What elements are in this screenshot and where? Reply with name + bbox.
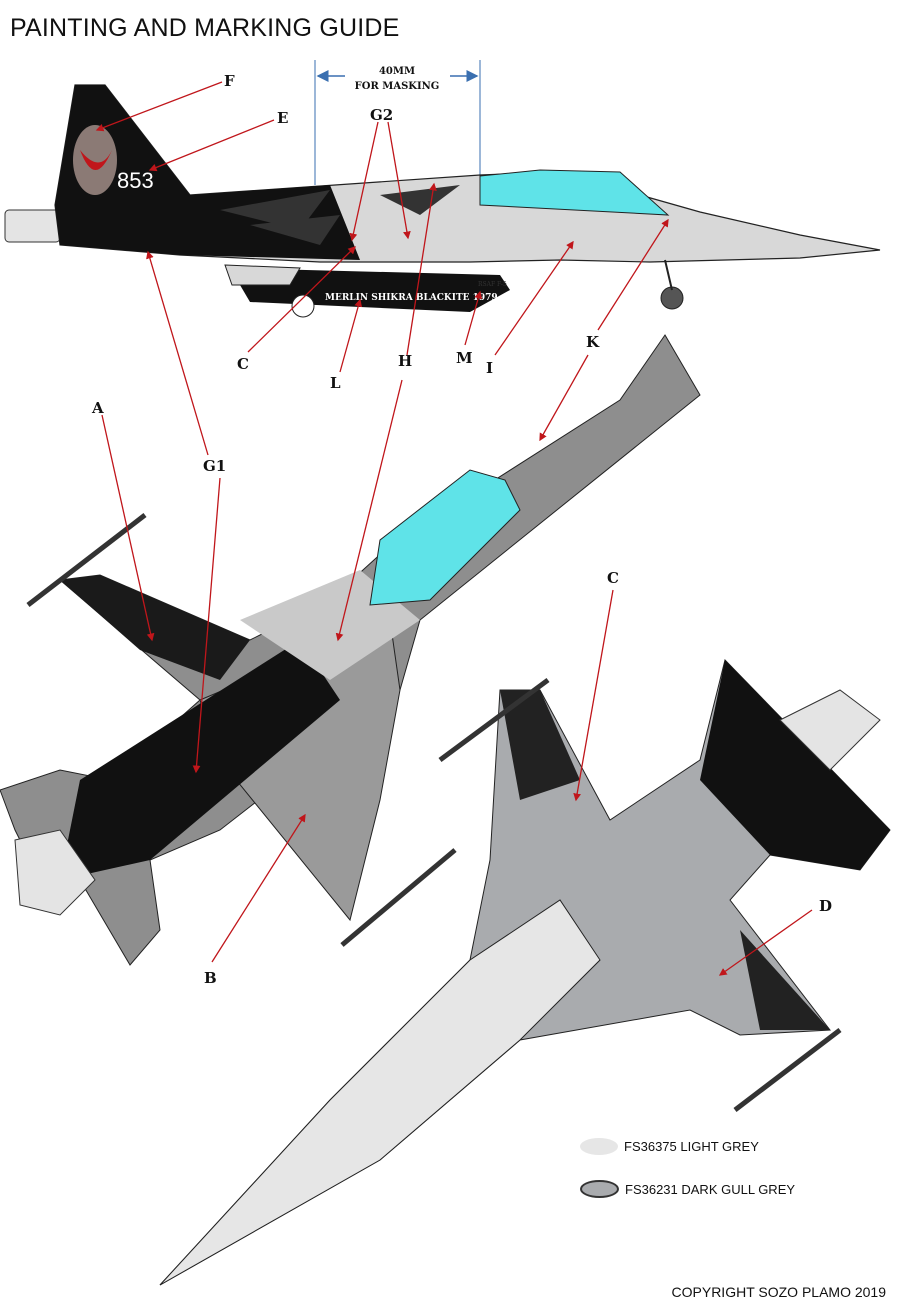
side-view-aircraft: 853 MERLIN SHIKRA BLACKITE 1979 - 2015 R… xyxy=(4,84,881,318)
callout-E: E xyxy=(277,109,288,127)
dark-gull-grey-swatch xyxy=(580,1180,619,1198)
page-title: PAINTING AND MARKING GUIDE xyxy=(10,14,400,42)
callout-C-bottom: C xyxy=(607,569,619,587)
callout-I: I xyxy=(486,359,493,377)
callout-F: F xyxy=(224,72,235,90)
callout-G1: G1 xyxy=(203,457,226,475)
legend-label: FS36375 LIGHT GREY xyxy=(624,1139,759,1154)
masking-label-1: 40MM xyxy=(379,66,415,77)
legend-item-light-grey: FS36375 LIGHT GREY xyxy=(580,1138,759,1155)
tail-number: 853 xyxy=(117,168,154,193)
callout-D: D xyxy=(819,897,832,915)
copyright: COPYRIGHT SOZO PLAMO 2019 xyxy=(671,1284,886,1300)
legend-label: FS36231 DARK GULL GREY xyxy=(625,1181,796,1197)
top-view-aircraft xyxy=(0,334,701,966)
callout-K: K xyxy=(586,333,600,351)
callout-L: L xyxy=(330,374,341,392)
callout-A: A xyxy=(91,399,104,417)
masking-label-2: FOR MASKING xyxy=(355,81,440,92)
tank-text: MERLIN SHIKRA BLACKITE 1979 - 2015 xyxy=(325,293,533,303)
callout-G2: G2 xyxy=(370,106,393,124)
callout-H: H xyxy=(398,352,412,370)
tank-small-text: RSAF F-5 xyxy=(478,281,507,288)
callout-M: M xyxy=(456,349,473,367)
legend-item-dark-gull-grey: FS36231 DARK GULL GREY xyxy=(580,1180,795,1198)
bottom-view-aircraft xyxy=(159,659,891,1286)
leader-lines xyxy=(95,81,813,976)
callout-B: B xyxy=(204,969,217,987)
callout-C-top: C xyxy=(237,355,249,373)
masking-dimension: 40MM FOR MASKING xyxy=(314,60,481,185)
light-grey-swatch xyxy=(580,1138,618,1155)
